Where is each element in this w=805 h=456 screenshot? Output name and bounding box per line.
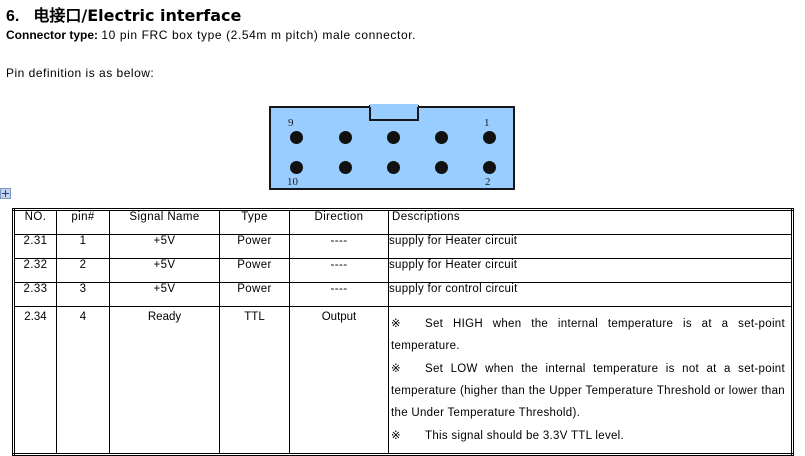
connector-pin <box>435 131 448 144</box>
reference-mark-icon: ※ <box>391 316 401 330</box>
header-direction: Direction <box>289 209 389 235</box>
connector-pin <box>387 131 400 144</box>
connector-pin <box>290 161 303 174</box>
pin-definition-note: Pin definition is as below: <box>6 66 155 80</box>
connector-type-value: 10 pin FRC box type (2.54m m pitch) male… <box>101 28 417 42</box>
connector-pin <box>339 131 352 144</box>
header-no: NO. <box>13 209 57 235</box>
connector-pin <box>387 161 400 174</box>
cell-no: 2.33 <box>13 282 57 307</box>
heading-number: 6. <box>6 8 20 25</box>
table-row: 2.33 3 +5V Power ---- supply for control… <box>13 282 793 307</box>
description-text: This signal should be 3.3V TTL level. <box>425 430 625 442</box>
cell-description: supply for control circuit <box>388 282 793 307</box>
cell-type: Power <box>219 234 290 259</box>
description-item: ※Set HIGH when the internal temperature … <box>391 312 785 357</box>
pin-definition-table-container: NO. pin# Signal Name Type Direction Desc… <box>12 208 794 456</box>
pin-label-2: 2 <box>485 176 491 188</box>
cell-pin: 4 <box>56 306 110 455</box>
description-block: ※Set HIGH when the internal temperature … <box>389 307 791 453</box>
table-row: 2.31 1 +5V Power ---- supply for Heater … <box>13 234 793 259</box>
cell-description: supply for Heater circuit <box>388 234 793 259</box>
header-signal: Signal Name <box>109 209 220 235</box>
heading-title: 电接口/Electric interface <box>33 6 242 25</box>
connector-pin <box>339 161 352 174</box>
reference-mark-icon: ※ <box>391 361 401 375</box>
connector-type-label: Connector type: <box>6 28 99 42</box>
connector-diagram: 9 1 10 2 <box>269 104 515 190</box>
description-text: Set HIGH when the internal temperature i… <box>391 318 785 352</box>
connector-pin <box>290 131 303 144</box>
cell-no: 2.32 <box>13 258 57 283</box>
connector-pin <box>483 131 496 144</box>
cell-direction: ---- <box>289 234 389 259</box>
cell-pin: 1 <box>56 234 110 259</box>
table-row: 2.34 4 Ready TTL Output ※Set HIGH when t… <box>13 306 793 455</box>
connector-pin <box>435 161 448 174</box>
page-heading: 6. 电接口/Electric interface <box>6 2 241 26</box>
cell-signal: Ready <box>109 306 220 455</box>
cell-direction: ---- <box>289 258 389 283</box>
cell-description-list: ※Set HIGH when the internal temperature … <box>388 306 793 455</box>
table-header-row: NO. pin# Signal Name Type Direction Desc… <box>13 209 793 235</box>
cell-no: 2.31 <box>13 234 57 259</box>
pin-definition-table: NO. pin# Signal Name Type Direction Desc… <box>12 208 794 456</box>
cell-signal: +5V <box>109 282 220 307</box>
connector-keying-notch <box>369 105 419 121</box>
connector-notch-mask <box>370 104 418 107</box>
cell-type: Power <box>219 282 290 307</box>
table-row: 2.32 2 +5V Power ---- supply for Heater … <box>13 258 793 283</box>
cell-pin: 3 <box>56 282 110 307</box>
cell-type: TTL <box>219 306 290 455</box>
pin-label-10: 10 <box>287 176 298 188</box>
cell-signal: +5V <box>109 258 220 283</box>
cell-description: supply for Heater circuit <box>388 258 793 283</box>
cell-signal: +5V <box>109 234 220 259</box>
cell-direction: ---- <box>289 282 389 307</box>
pin-label-9: 9 <box>288 117 294 129</box>
connector-type-line: Connector type: 10 pin FRC box type (2.5… <box>6 28 416 42</box>
cell-type: Power <box>219 258 290 283</box>
pin-label-1: 1 <box>484 117 490 129</box>
header-type: Type <box>219 209 290 235</box>
table-move-handle-icon[interactable] <box>0 188 11 199</box>
cell-direction: Output <box>289 306 389 455</box>
description-item: ※Set LOW when the internal temperature i… <box>391 357 785 424</box>
cell-pin: 2 <box>56 258 110 283</box>
cell-no: 2.34 <box>13 306 57 455</box>
description-item: ※ This signal should be 3.3V TTL level. <box>391 424 785 447</box>
description-text: Set LOW when the internal temperature is… <box>391 363 785 419</box>
header-pin: pin# <box>56 209 110 235</box>
header-descriptions: Descriptions <box>388 209 793 235</box>
connector-pin <box>483 161 496 174</box>
reference-mark-icon: ※ <box>391 428 401 442</box>
